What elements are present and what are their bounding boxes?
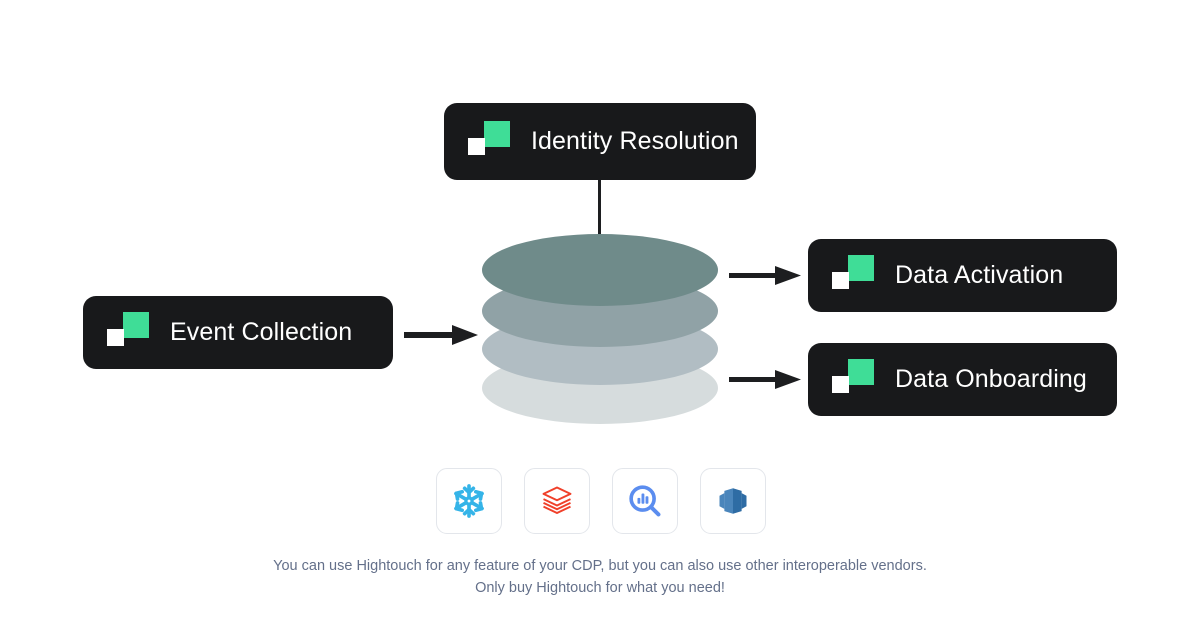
- caption: You can use Hightouch for any feature of…: [0, 556, 1200, 599]
- data-warehouse-stack: [482, 234, 718, 424]
- logo-white-square: [832, 375, 849, 393]
- logo-green-square: [484, 120, 510, 147]
- node-label-identity-resolution: Identity Resolution: [531, 127, 739, 155]
- hightouch-logo-icon: [107, 311, 149, 354]
- node-card-data-onboarding[interactable]: Data Onboarding: [808, 343, 1117, 416]
- hightouch-logo-icon: [832, 254, 874, 297]
- arrow-warehouse-to-data-activation: [729, 266, 801, 285]
- arrow-warehouse-to-data-onboarding: [729, 370, 801, 389]
- vendor-chip-bigquery[interactable]: [612, 468, 678, 534]
- snowflake-icon: [454, 484, 484, 518]
- databricks-icon: [542, 486, 572, 514]
- logo-white-square: [832, 271, 849, 289]
- hightouch-logo-icon: [468, 120, 510, 163]
- caption-line-1: You can use Hightouch for any feature of…: [273, 558, 927, 574]
- vendor-logo-row: [436, 468, 766, 534]
- logo-white-square: [468, 137, 485, 155]
- redshift-icon: [719, 488, 747, 514]
- node-label-event-collection: Event Collection: [170, 318, 353, 346]
- vendor-chip-snowflake[interactable]: [436, 468, 502, 534]
- node-label-data-onboarding: Data Onboarding: [895, 365, 1087, 393]
- logo-green-square: [848, 254, 874, 281]
- arrow-event-collection-to-warehouse: [404, 325, 478, 345]
- vendor-chip-databricks[interactable]: [524, 468, 590, 534]
- node-card-event-collection[interactable]: Event Collection: [83, 296, 393, 369]
- logo-green-square: [848, 358, 874, 385]
- node-card-identity-resolution[interactable]: Identity Resolution: [444, 103, 756, 180]
- vendor-chip-redshift[interactable]: [700, 468, 766, 534]
- hightouch-logo-icon: [832, 358, 874, 401]
- caption-line-2: Only buy Hightouch for what you need!: [475, 579, 725, 596]
- warehouse-layer-1: [482, 234, 718, 306]
- bigquery-icon: [629, 485, 661, 517]
- node-label-data-activation: Data Activation: [895, 261, 1064, 289]
- logo-white-square: [107, 328, 124, 346]
- connector-identity-to-warehouse: [598, 180, 601, 242]
- logo-green-square: [123, 311, 149, 338]
- node-card-data-activation[interactable]: Data Activation: [808, 239, 1117, 312]
